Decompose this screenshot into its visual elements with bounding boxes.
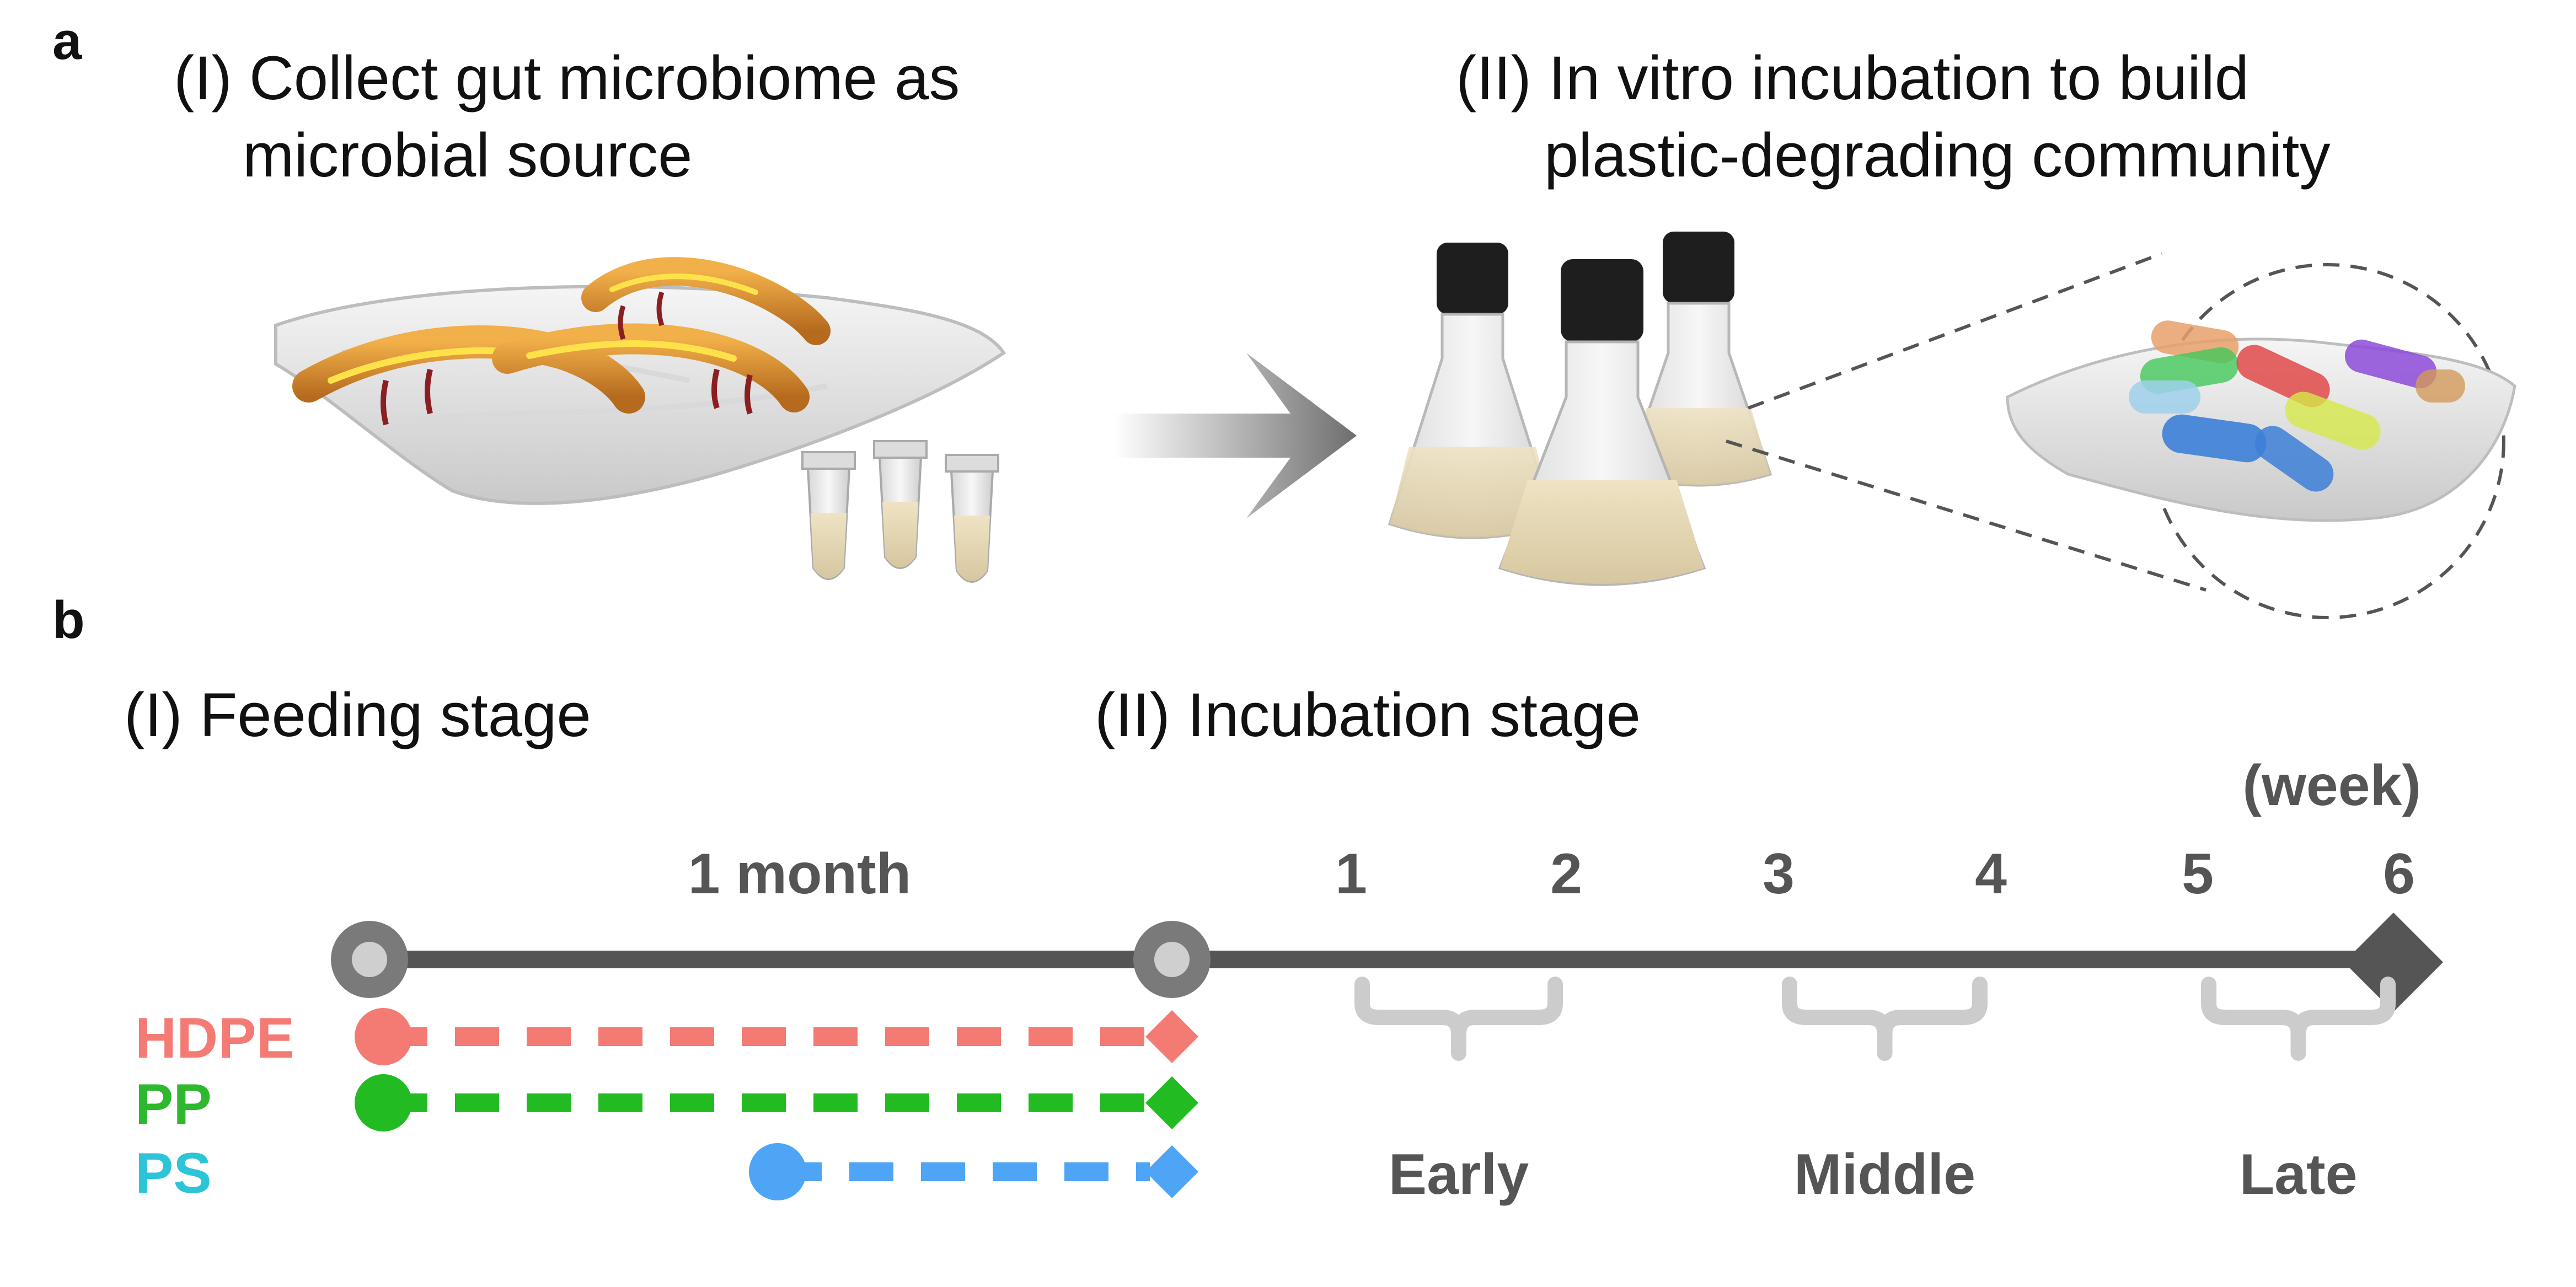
week-unit-label: (week) xyxy=(2242,754,2421,818)
week-label-1: 1 xyxy=(1335,842,1367,906)
step1-title-line2: microbial source xyxy=(243,121,693,190)
phase-label-late: Late xyxy=(2240,1143,2358,1206)
zoom-line xyxy=(1726,439,2207,592)
week-label-4: 4 xyxy=(1975,842,2007,906)
flask xyxy=(1498,259,1706,586)
flask xyxy=(1388,243,1557,539)
plastic-end-diamond-hdpe xyxy=(1145,1010,1198,1063)
panel-b-letter: b xyxy=(52,591,85,650)
week-label-5: 5 xyxy=(2182,842,2214,906)
plastic-label-hdpe: HDPE xyxy=(135,1006,294,1070)
tube xyxy=(801,451,856,580)
phase-brackets: Early Middle Late xyxy=(1354,977,2396,1206)
step1-title-line1: (I) Collect gut microbiome as xyxy=(174,44,960,112)
incubation-flasks xyxy=(1388,232,1772,586)
incubation-stage-label: (II) Incubation stage xyxy=(1095,680,1641,749)
tube xyxy=(945,454,999,583)
worm-plastic-illustration xyxy=(274,257,1006,505)
panel-a-letter: a xyxy=(52,12,82,71)
plastic-label-ps: PS xyxy=(135,1141,212,1205)
step2-title-line2: plastic-degrading community xyxy=(1544,121,2331,190)
week-label-2: 2 xyxy=(1550,842,1582,906)
zoom-line xyxy=(1747,252,2163,410)
step2-title-line1: (II) In vitro incubation to build xyxy=(1456,44,2250,112)
phase-label-middle: Middle xyxy=(1794,1143,1975,1206)
plastic-label-pp: PP xyxy=(135,1072,212,1136)
timeline-end-diamond xyxy=(2344,913,2443,1012)
feeding-start-marker xyxy=(331,921,408,998)
plastic-start-dot-pp xyxy=(355,1074,412,1132)
plastic-wrinkle xyxy=(419,383,828,422)
plastic-start-dot-hdpe xyxy=(355,1008,412,1065)
feeding-stage-label: (I) Feeding stage xyxy=(124,680,591,749)
timeline: 1 month (week) 1 2 3 4 5 6 Early Middle Late HD… xyxy=(135,754,2443,1206)
sample-tubes xyxy=(801,440,999,583)
incubation-start-marker xyxy=(1133,921,1211,998)
tube xyxy=(873,440,928,569)
week-labels: 1 2 3 4 5 6 xyxy=(1335,842,2415,906)
duration-label: 1 month xyxy=(688,842,911,906)
microbial-community-zoom xyxy=(2006,263,2516,619)
process-arrow xyxy=(1114,353,1357,518)
plastic-end-diamond-ps xyxy=(1145,1145,1198,1198)
phase-bracket-early xyxy=(1354,977,1563,1061)
phase-label-early: Early xyxy=(1389,1143,1529,1206)
week-label-6: 6 xyxy=(2383,842,2415,906)
plastic-end-diamond-pp xyxy=(1145,1076,1198,1129)
phase-bracket-middle xyxy=(1782,977,1988,1061)
phase-bracket-late xyxy=(2201,977,2396,1061)
plastic-start-dot-ps xyxy=(749,1143,806,1200)
worm xyxy=(492,323,810,415)
week-label-3: 3 xyxy=(1763,842,1795,906)
worm xyxy=(581,257,831,345)
